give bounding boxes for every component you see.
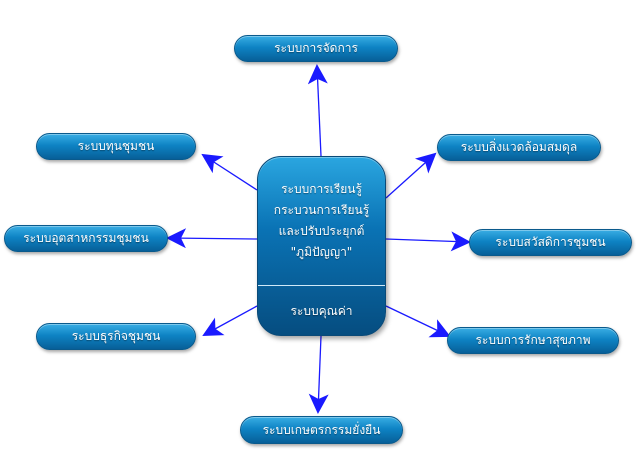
node-bottom: ระบบเกษตรกรรมยั่งยืน [240, 416, 403, 444]
node-lower-right: ระบบการรักษาสุขภาพ [447, 327, 619, 354]
node-right-label: ระบบสวัสดิการชุมชน [495, 235, 606, 249]
center-line-2: กระบวนการเรียนรู้ [273, 203, 370, 217]
arrow-to-upper-right [385, 152, 437, 199]
arrow-to-upper-left [201, 153, 258, 191]
node-left: ระบบอุตสาหกรรมชุมชน [4, 225, 168, 252]
arrow-to-lower-right [385, 305, 451, 338]
arrow-to-bottom [308, 335, 329, 414]
center-node-top: ระบบการเรียนรู้ กระบวนการเรียนรู้ และปรั… [258, 157, 385, 285]
center-line-4: "ภูมิปัญญา" [290, 245, 353, 259]
arrow-to-left [166, 228, 258, 249]
center-bottom-label: ระบบคุณค่า [290, 303, 353, 318]
node-bottom-label: ระบบเกษตรกรรมยั่งยืน [262, 422, 381, 437]
node-top: ระบบการจัดการ [234, 35, 398, 62]
node-top-label: ระบบการจัดการ [274, 41, 358, 55]
center-divider [258, 285, 385, 286]
center-node: ระบบการเรียนรู้ กระบวนการเรียนรู้ และปรั… [257, 156, 386, 336]
arrow-to-top [307, 64, 328, 157]
node-lower-left-label: ระบบธุรกิจชุมชน [71, 329, 161, 343]
node-upper-left-label: ระบบทุนชุมชน [77, 139, 155, 153]
node-upper-left: ระบบทุนชุมชน [36, 133, 196, 160]
node-right: ระบบสวัสดิการชุมชน [469, 229, 632, 256]
node-upper-right-label: ระบบสิ่งแวดล้อมสมดุล [460, 140, 578, 154]
node-left-label: ระบบอุตสาหกรรมชุมชน [23, 231, 149, 245]
center-line-3: และปรับประยุกต์ [278, 224, 365, 238]
node-lower-right-label: ระบบการรักษาสุขภาพ [475, 333, 591, 347]
center-line-1: ระบบการเรียนรู้ [281, 182, 362, 196]
arrow-to-right [385, 231, 471, 252]
center-node-bottom: ระบบคุณค่า [258, 286, 385, 335]
arrow-to-lower-left [202, 305, 258, 336]
node-upper-right: ระบบสิ่งแวดล้อมสมดุล [437, 134, 601, 161]
node-lower-left: ระบบธุรกิจชุมชน [36, 323, 196, 350]
